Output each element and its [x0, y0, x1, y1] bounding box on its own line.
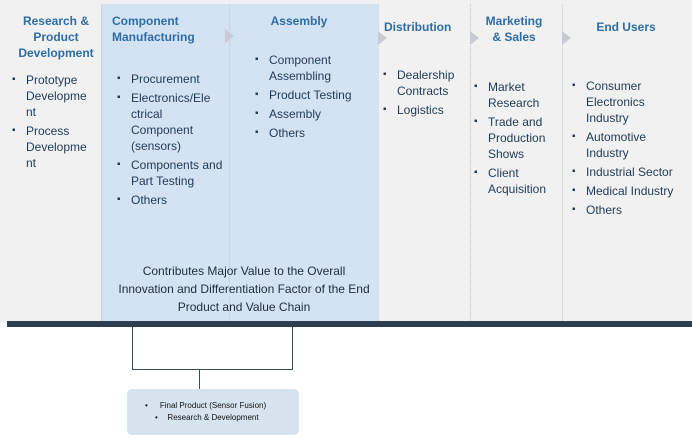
list-item: Client Acquisition	[472, 165, 560, 197]
list-item: Electronics/Ele ctrical Component (senso…	[115, 90, 225, 154]
chevron-right-icon	[378, 31, 387, 45]
stage-header-research: Research & Product Development	[18, 14, 94, 60]
list-item: Trade and Production Shows	[472, 114, 560, 162]
bracket-right-line	[292, 327, 293, 370]
bracket-stem-line	[199, 369, 200, 389]
list-item: Market Research	[472, 79, 560, 111]
column-divider	[378, 4, 379, 323]
list-item: Procurement	[115, 71, 225, 87]
stage-items-research: Prototype Developme nt Process Developme…	[10, 72, 96, 174]
column-divider	[562, 4, 563, 323]
chevron-right-icon	[470, 31, 479, 45]
stage-items-component-manufacturing: Procurement Electronics/Ele ctrical Comp…	[115, 71, 225, 211]
stage-header-marketing-sales: Marketing & Sales	[485, 14, 543, 44]
final-item: Final Product (Sensor Fusion)	[127, 400, 299, 412]
list-item: Automotive Industry	[570, 129, 678, 161]
stage-header-distribution: Distribution	[384, 20, 452, 34]
chevron-right-icon	[562, 31, 571, 45]
stage-header-component-manufacturing: Component Manufacturing	[112, 14, 195, 44]
list-item: Assembly	[253, 106, 353, 122]
bracket-left-line	[132, 327, 133, 370]
stage-header-assembly: Assembly	[270, 14, 328, 28]
baseline-bar	[7, 321, 692, 327]
list-item: Consumer Electronics Industry	[570, 78, 678, 126]
list-item: Logistics	[381, 102, 467, 118]
list-item: Medical Industry	[570, 183, 678, 199]
stage-header-end-users: End Users	[596, 20, 656, 34]
final-product-box: Final Product (Sensor Fusion) Research &…	[127, 389, 299, 435]
column-divider	[101, 4, 102, 323]
contribution-note: Contributes Major Value to the Overall I…	[118, 264, 370, 314]
list-item: Others	[253, 125, 353, 141]
chevron-right-icon	[225, 29, 234, 43]
stage-items-end-users: Consumer Electronics Industry Automotive…	[570, 78, 678, 221]
list-item: Product Testing	[253, 87, 353, 103]
list-item: Others	[570, 202, 678, 218]
list-item: Prototype Developme nt	[10, 72, 96, 120]
list-item: Others	[115, 192, 225, 208]
stage-items-assembly: Component Assembling Product Testing Ass…	[253, 52, 353, 144]
column-divider	[229, 4, 230, 323]
list-item: Dealership Contracts	[381, 67, 467, 99]
final-item: Research & Development	[127, 412, 299, 424]
stage-items-distribution: Dealership Contracts Logistics	[381, 67, 467, 121]
bracket-bottom-line	[132, 369, 293, 370]
column-divider	[470, 4, 471, 323]
list-item: Component Assembling	[253, 52, 353, 84]
list-item: Components and Part Testing	[115, 157, 225, 189]
list-item: Process Developme nt	[10, 123, 96, 171]
list-item: Industrial Sector	[570, 164, 678, 180]
stage-items-marketing-sales: Market Research Trade and Production Sho…	[472, 79, 560, 200]
